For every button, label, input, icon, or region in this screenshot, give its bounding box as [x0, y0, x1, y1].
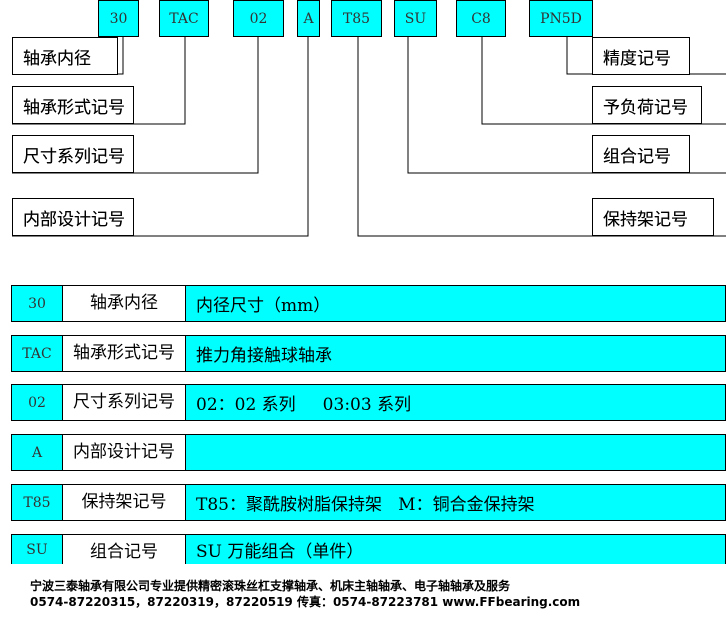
row-desc: T85：聚酰胺树脂保持架 M：铜合金保持架 — [196, 495, 535, 515]
label-combination: 组合记号 — [592, 135, 690, 173]
label-internal-design: 内部设计记号 — [12, 198, 134, 236]
row-code: 30 — [12, 286, 63, 321]
code-box-pn5d: PN5D — [529, 0, 593, 37]
table-row: 02 尺寸系列记号 02：02 系列 03:03 系列 — [11, 384, 726, 421]
row-desc: 02：02 系列 03:03 系列 — [196, 395, 412, 415]
line-02 — [12, 37, 259, 174]
line-a — [12, 37, 309, 237]
code-box-a: A — [297, 0, 320, 37]
row-code: T85 — [12, 485, 63, 520]
line-su — [407, 37, 726, 174]
row-code: 02 — [12, 385, 63, 420]
code-box-tac: TAC — [159, 0, 209, 37]
row-desc: 内径尺寸（mm） — [196, 296, 331, 316]
row-code: A — [12, 435, 63, 470]
footer-contact-text: 0574-87220315，87220319，87220519 传真：0574-… — [30, 595, 581, 609]
row-code: TAC — [12, 336, 63, 371]
row-desc: SU 万能组合（单件） — [196, 542, 364, 562]
row-name: 保持架记号 — [63, 485, 186, 520]
table-row: T85 保持架记号 T85：聚酰胺树脂保持架 M：铜合金保持架 — [11, 484, 726, 521]
label-preload: 予负荷记号 — [592, 86, 702, 124]
table-row: SU 组合记号 SU 万能组合（单件） — [11, 534, 726, 564]
connector-lines — [12, 37, 726, 237]
code-box-02: 02 — [233, 0, 284, 37]
label-bore-diameter: 轴承内径 — [12, 37, 118, 75]
line-tac — [12, 37, 186, 125]
code-box-t85: T85 — [331, 0, 382, 37]
row-desc — [196, 435, 725, 470]
footer-company-text: 宁波三泰轴承有限公司专业提供精密滚珠丝杠支撑轴承、机床主轴轴承、电子轴轴承及服务 — [30, 579, 511, 593]
table-row: TAC 轴承形式记号 推力角接触球轴承 — [11, 335, 726, 372]
label-precision: 精度记号 — [592, 37, 690, 75]
row-code: SU — [12, 535, 63, 564]
row-name: 尺寸系列记号 — [63, 385, 186, 420]
table-row: 30 轴承内径 内径尺寸（mm） — [11, 285, 726, 322]
line-c8 — [481, 37, 726, 125]
label-dimension-series: 尺寸系列记号 — [12, 135, 134, 173]
code-box-30: 30 — [98, 0, 139, 37]
row-name: 组合记号 — [63, 535, 186, 564]
label-cage: 保持架记号 — [592, 198, 714, 236]
row-name: 轴承形式记号 — [63, 336, 186, 371]
code-box-su: SU — [394, 0, 437, 37]
row-name: 内部设计记号 — [63, 435, 186, 470]
table-row: A 内部设计记号 — [11, 434, 726, 471]
label-bearing-type: 轴承形式记号 — [12, 86, 134, 124]
row-name: 轴承内径 — [63, 286, 186, 321]
row-desc: 推力角接触球轴承 — [196, 346, 332, 366]
code-box-c8: C8 — [456, 0, 506, 37]
line-t85 — [357, 37, 726, 237]
